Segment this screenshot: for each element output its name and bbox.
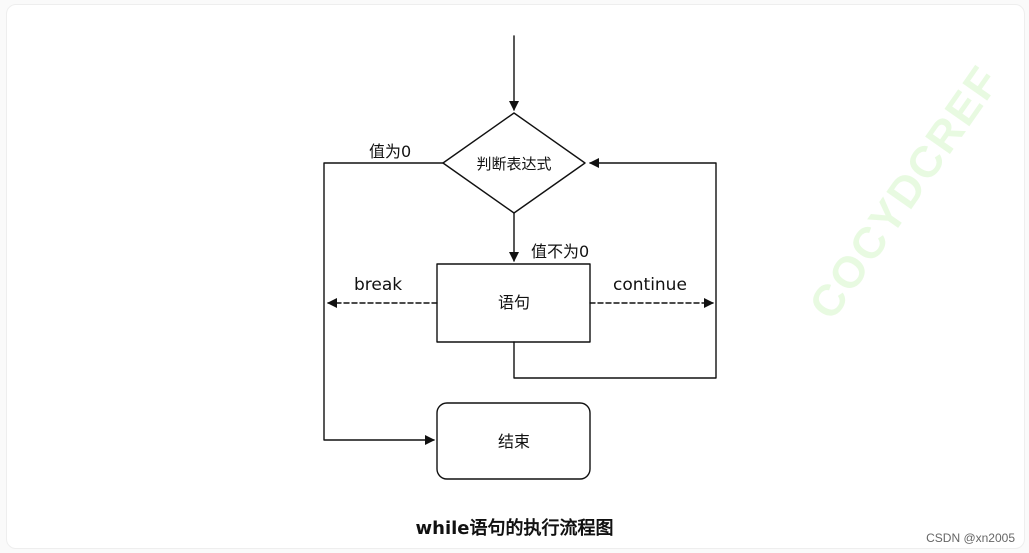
end-label: 结束 <box>498 432 530 451</box>
value-zero-label: 值为0 <box>369 142 411 161</box>
statement-label: 语句 <box>498 293 530 312</box>
exit-line <box>323 162 444 445</box>
end-box <box>436 402 591 480</box>
content-card <box>6 4 1025 549</box>
value-nonzero-label: 值不为0 <box>531 242 589 261</box>
credit-text: CSDN @xn2005 <box>926 531 1015 545</box>
break-label: break <box>354 275 402 295</box>
decision-label: 判断表达式 <box>476 155 551 173</box>
continue-label: continue <box>613 275 687 295</box>
loop-back-line <box>513 158 717 379</box>
diagram-caption: while语句的执行流程图 <box>415 518 614 539</box>
